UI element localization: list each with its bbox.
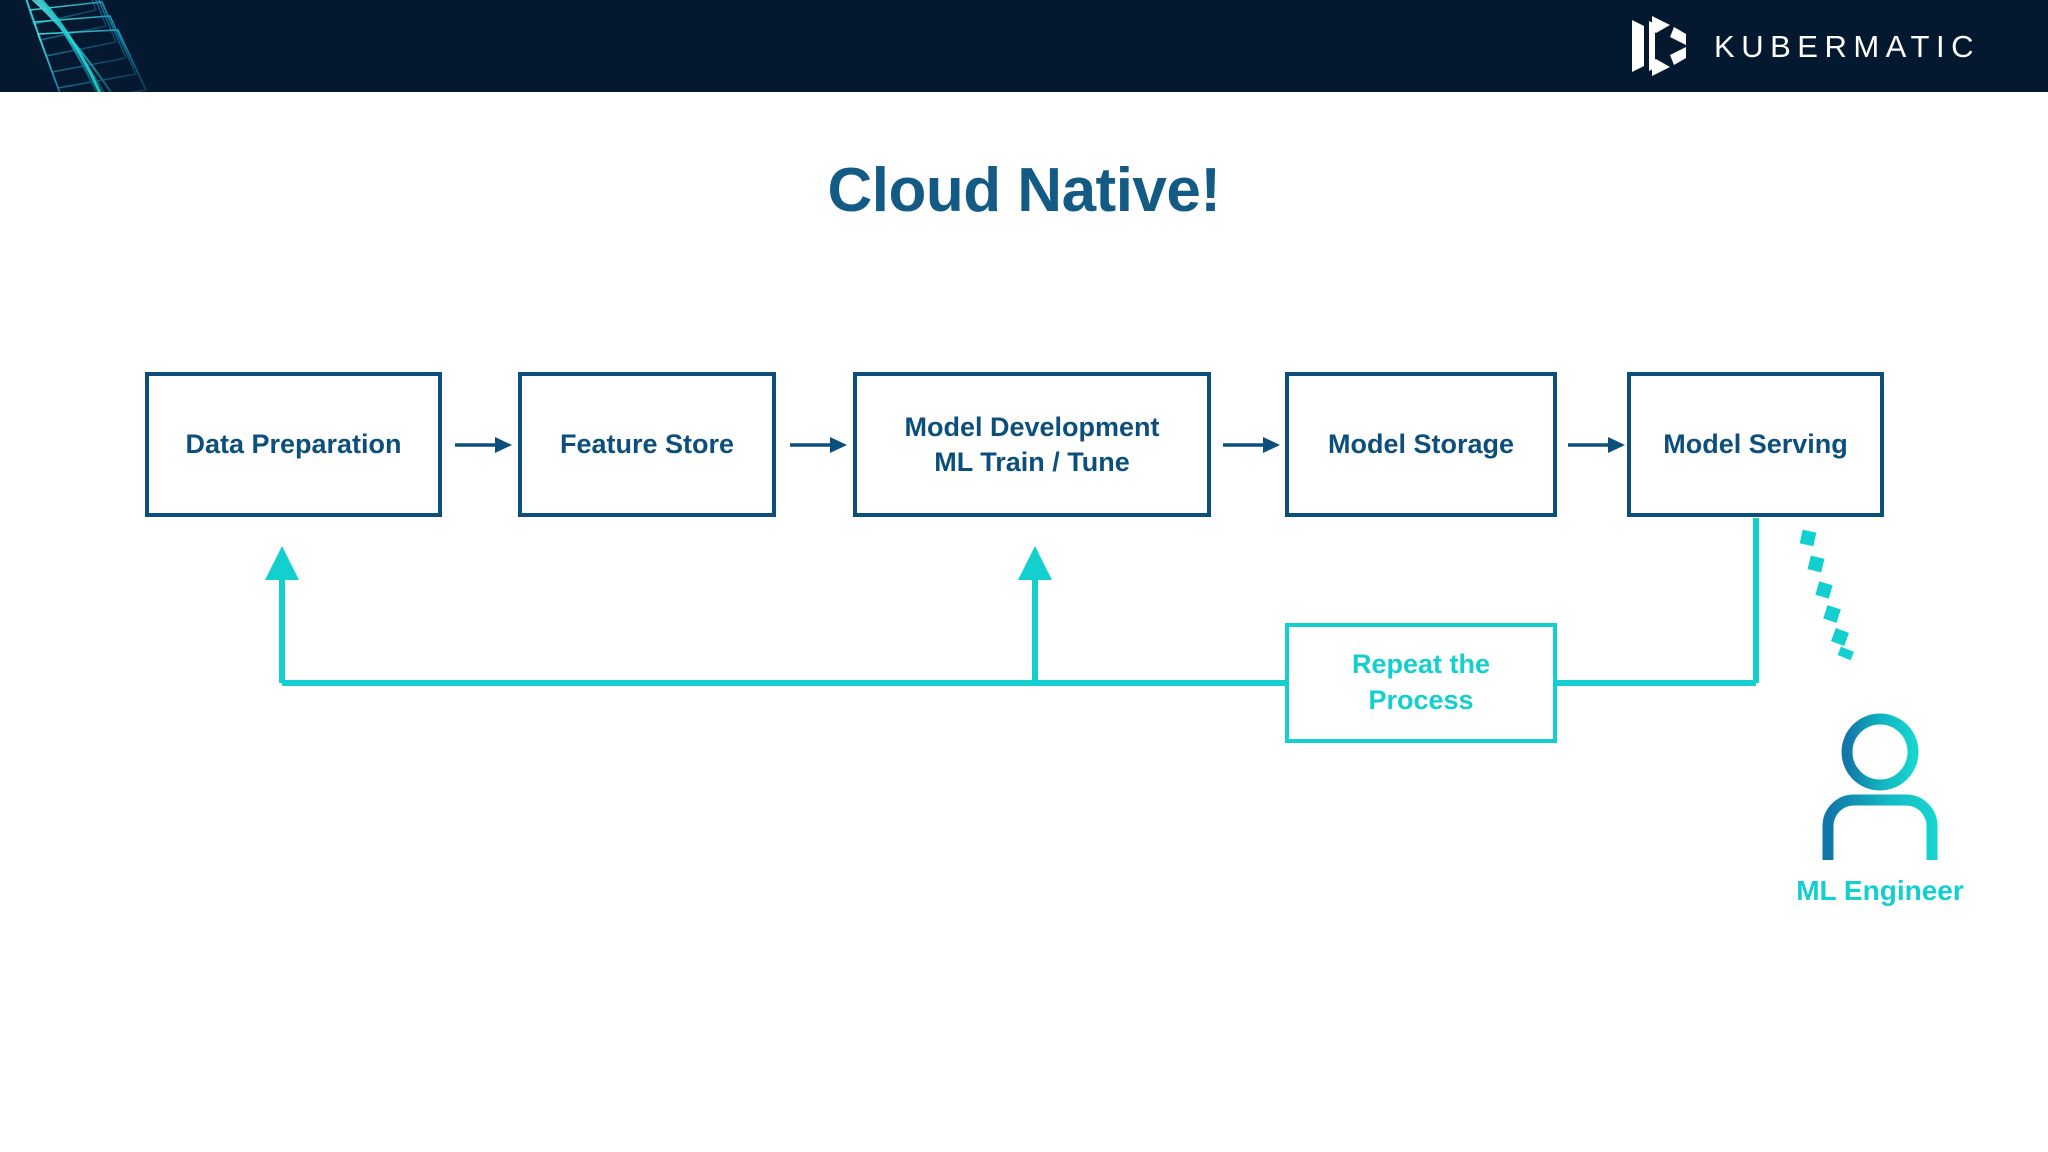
loop-box-repeat-the-process[interactable]: Repeat the Process: [1285, 623, 1557, 743]
stage-box-model-storage[interactable]: Model Storage: [1285, 372, 1557, 517]
right-arrow-icon: [790, 430, 848, 460]
stage-label: Model Development ML Train / Tune: [904, 411, 1160, 477]
right-arrow-icon: [455, 430, 513, 460]
stage-box-feature-store[interactable]: Feature Store: [518, 372, 776, 517]
kubermatic-logo-icon: [1632, 16, 1687, 76]
right-arrow-icon: [1223, 430, 1281, 460]
header-bar: KUBERMATIC: [0, 0, 2048, 92]
stage-label: Data Preparation: [185, 429, 402, 460]
stage-label: Feature Store: [559, 429, 735, 460]
brand-lockup: KUBERMATIC: [1630, 0, 1980, 92]
dotted-curve-icon: [1799, 529, 1854, 661]
brand-wordmark: KUBERMATIC: [1714, 28, 1980, 64]
persona-ml-engineer: ML Engineer: [1785, 712, 1975, 905]
stage-label: Model Serving: [1663, 429, 1848, 460]
loop-box-label: Repeat the Process: [1351, 649, 1491, 715]
stage-box-model-development[interactable]: Model Development ML Train / Tune: [853, 372, 1211, 517]
stage-box-data-preparation[interactable]: Data Preparation: [145, 372, 442, 517]
stage-label: Model Storage: [1327, 429, 1515, 460]
up-arrow-icon: [1018, 546, 1052, 580]
page-title: Cloud Native!: [827, 156, 1221, 225]
up-arrow-icon: [265, 546, 299, 580]
stage-box-model-serving[interactable]: Model Serving: [1627, 372, 1884, 517]
right-arrow-icon: [1568, 430, 1626, 460]
user-person-icon: [1822, 713, 1938, 860]
persona-caption: ML Engineer: [1796, 875, 1964, 906]
